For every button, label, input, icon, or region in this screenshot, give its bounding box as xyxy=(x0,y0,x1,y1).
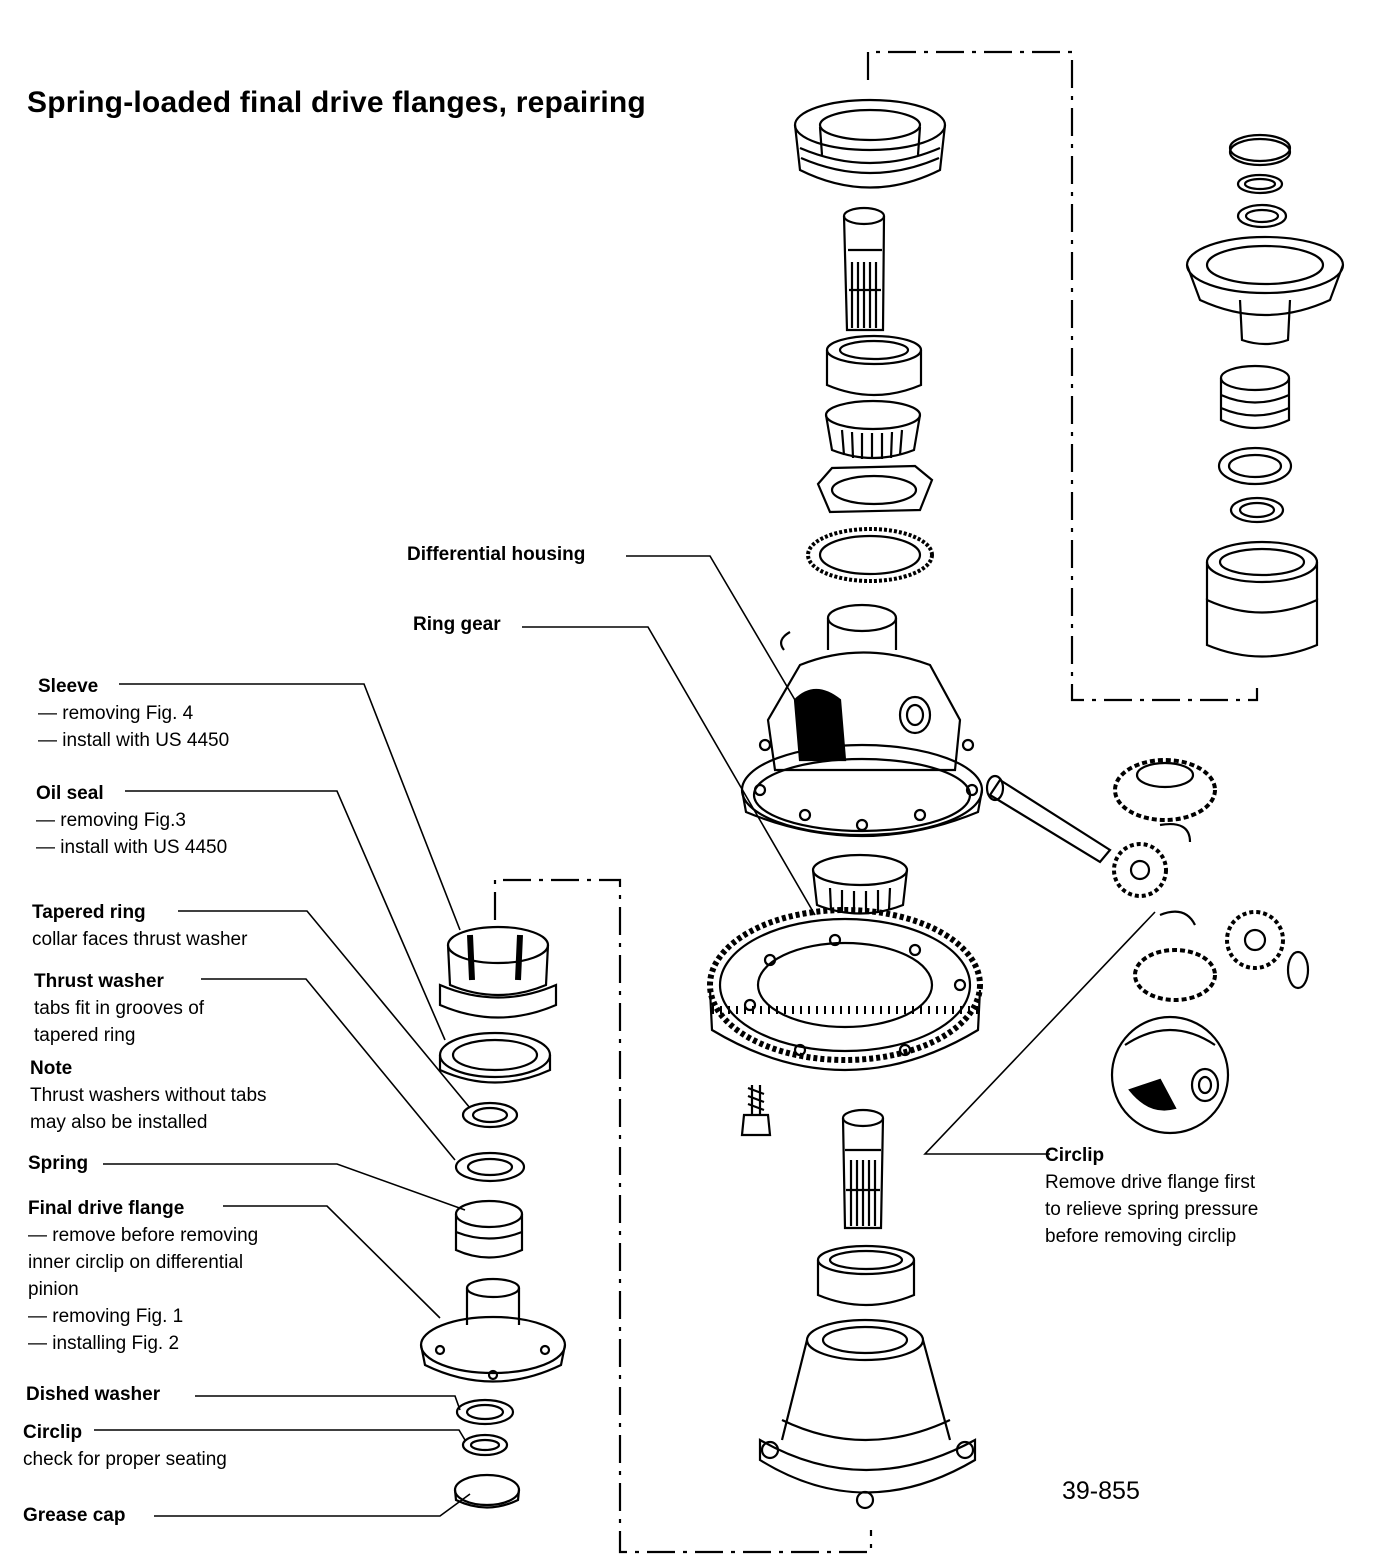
callout-thrust-washer: Thrust washer tabs fit in grooves of tap… xyxy=(34,968,204,1049)
gear-bolt xyxy=(740,1085,772,1137)
bearing-cup-top xyxy=(825,334,923,397)
label-grease-cap: Grease cap xyxy=(23,1505,126,1526)
lock-ring-top xyxy=(806,527,934,583)
right-group-parts xyxy=(1185,133,1345,658)
thrust-washer-line-2: tapered ring xyxy=(34,1025,136,1046)
ring-gear xyxy=(707,907,983,1072)
sleeve-line-2: — install with US 4450 xyxy=(38,730,230,751)
label-differential-housing: Differential housing xyxy=(407,544,586,565)
callout-note: Note Thrust washers without tabs may als… xyxy=(30,1055,267,1136)
figure-number: 39-855 xyxy=(1062,1477,1140,1505)
circlip-right-line-1: Remove drive flange first xyxy=(1045,1172,1256,1193)
label-ring-gear: Ring gear xyxy=(413,614,501,635)
callout-oil-seal: Oil seal — removing Fig.3 — install with… xyxy=(36,780,227,861)
adjusting-ring-top xyxy=(793,98,947,189)
sleeve-line-1: — removing Fig. 4 xyxy=(38,703,194,724)
label-spring: Spring xyxy=(28,1153,89,1174)
side-cover-bottom xyxy=(758,1318,977,1510)
label-thrust-washer: Thrust washer xyxy=(34,971,164,992)
callout-tapered-ring: Tapered ring collar faces thrust washer xyxy=(32,899,247,953)
oil-seal-line-2: — install with US 4450 xyxy=(36,837,228,858)
callout-circlip-right: Circlip Remove drive flange first to rel… xyxy=(1045,1142,1258,1250)
label-circlip-right: Circlip xyxy=(1045,1145,1105,1166)
note-line-2: may also be installed xyxy=(30,1112,208,1133)
roller-bearing-middle xyxy=(811,853,909,915)
shaft-top xyxy=(842,206,886,332)
differential-housing xyxy=(740,603,984,838)
bearing-cup-bottom xyxy=(816,1244,916,1307)
callout-circlip-left: Circlip check for proper seating xyxy=(23,1419,227,1473)
roller-bearing-top xyxy=(824,399,922,460)
label-note: Note xyxy=(30,1058,73,1079)
page-title: Spring-loaded final drive flanges, repai… xyxy=(27,86,646,119)
shaft-bottom xyxy=(841,1108,885,1230)
leader-lines xyxy=(94,555,1156,1517)
left-group-parts xyxy=(419,925,567,1509)
top-group-bracket xyxy=(866,50,1259,702)
thrust-washer-line-1: tabs fit in grooves of xyxy=(34,998,205,1019)
final-drive-flange-line-5: — installing Fig. 2 xyxy=(28,1333,180,1354)
label-tapered-ring: Tapered ring xyxy=(32,902,146,923)
label-final-drive-flange: Final drive flange xyxy=(28,1198,185,1219)
label-sleeve: Sleeve xyxy=(38,676,99,697)
left-group-bracket xyxy=(493,878,873,1554)
tapered-ring-line-1: collar faces thrust washer xyxy=(32,929,248,950)
note-line-1: Thrust washers without tabs xyxy=(30,1085,267,1106)
pinion-shaft-and-gears xyxy=(985,758,1310,1135)
final-drive-flange-line-3: pinion xyxy=(28,1279,79,1300)
final-drive-flange-line-1: — remove before removing xyxy=(28,1225,259,1246)
label-dished-washer: Dished washer xyxy=(26,1384,161,1405)
label-oil-seal: Oil seal xyxy=(36,783,104,804)
label-circlip-left: Circlip xyxy=(23,1422,83,1443)
final-drive-flange-line-2: inner circlip on differential xyxy=(28,1252,244,1273)
shim-top xyxy=(816,464,934,514)
callout-final-drive-flange: Final drive flange — remove before remov… xyxy=(28,1195,258,1357)
circlip-right-line-3: before removing circlip xyxy=(1045,1226,1237,1247)
oil-seal-line-1: — removing Fig.3 xyxy=(36,810,186,831)
circlip-left-line-1: check for proper seating xyxy=(23,1449,227,1470)
circlip-right-line-2: to relieve spring pressure xyxy=(1045,1199,1259,1220)
final-drive-flange-line-4: — removing Fig. 1 xyxy=(28,1306,184,1327)
callout-sleeve: Sleeve — removing Fig. 4 — install with … xyxy=(38,673,229,754)
